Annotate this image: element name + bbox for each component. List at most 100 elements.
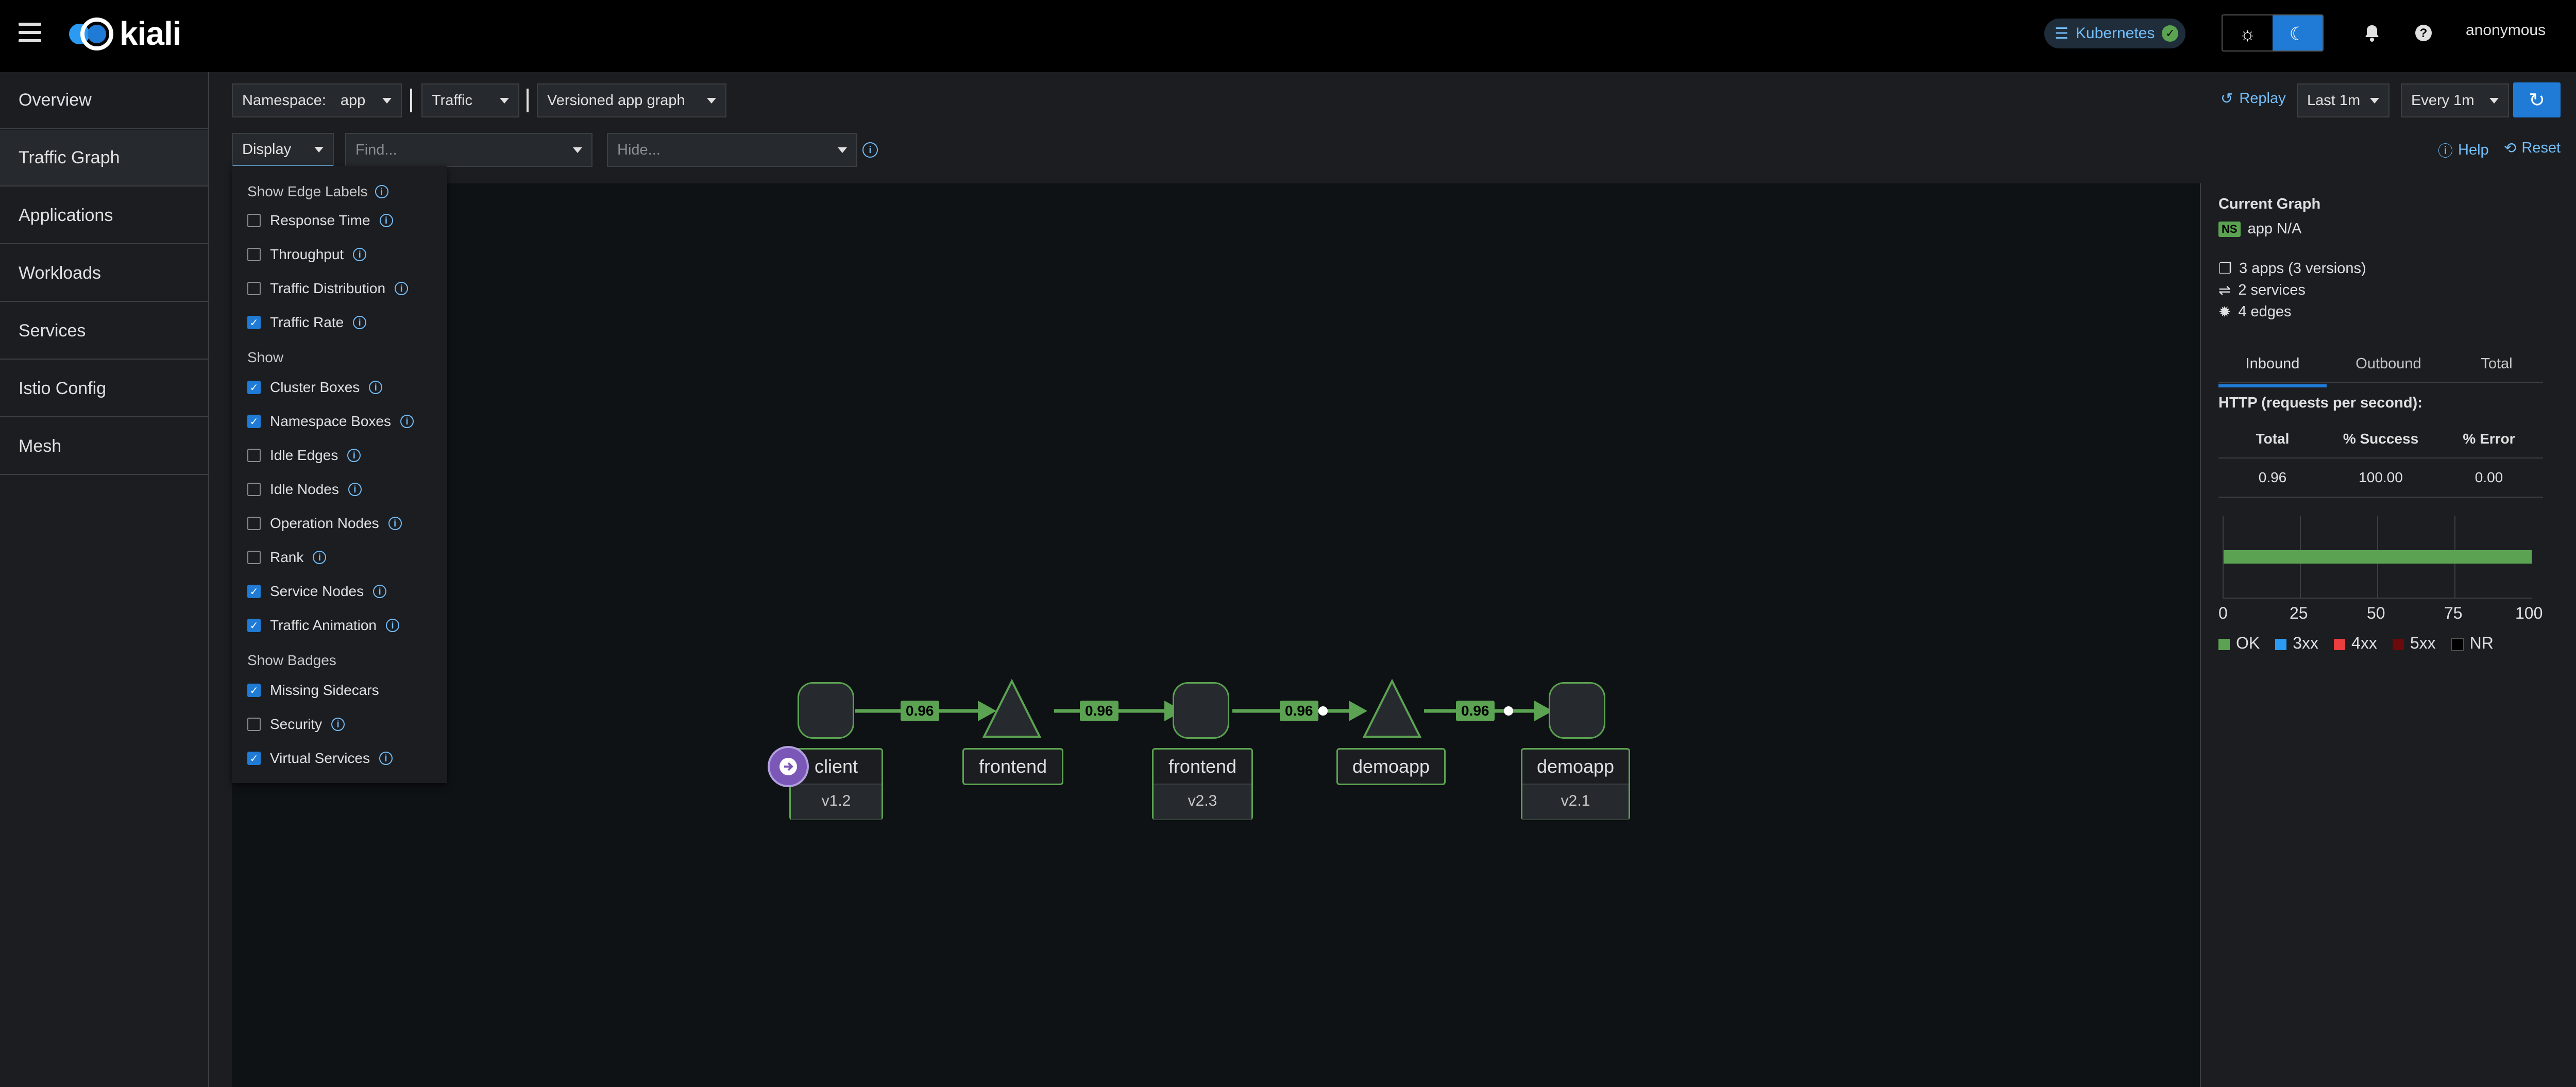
checkbox-checked[interactable]: ✓ xyxy=(247,619,261,632)
moon-icon[interactable]: ☾ xyxy=(2273,15,2323,50)
namespace-selector[interactable]: Namespace: app xyxy=(232,83,402,117)
item-label: Cluster Boxes xyxy=(270,379,360,395)
tab-total[interactable]: Total xyxy=(2481,355,2513,372)
checkbox[interactable] xyxy=(247,517,261,530)
nav-item-services[interactable]: Services xyxy=(0,303,208,360)
root-node-icon xyxy=(768,746,809,787)
info-icon[interactable]: i xyxy=(347,449,361,462)
value-error: 0.00 xyxy=(2475,469,2503,485)
ok-bar[interactable] xyxy=(2224,550,2532,564)
nav-item-workloads[interactable]: Workloads xyxy=(0,245,208,302)
checkbox[interactable] xyxy=(247,718,261,731)
nav-item-overview[interactable]: Overview xyxy=(0,72,208,129)
info-icon[interactable]: i xyxy=(385,619,399,632)
edge-label[interactable]: 0.96 xyxy=(1080,701,1118,721)
checkbox[interactable] xyxy=(247,248,261,261)
kiali-logo-icon[interactable] xyxy=(67,18,113,50)
info-icon[interactable]: i xyxy=(375,185,388,198)
find-input[interactable]: Find... xyxy=(345,133,592,167)
group-label: Show Edge Labels xyxy=(247,183,368,199)
nav-item-applications[interactable]: Applications xyxy=(0,188,208,244)
node-label: frontend xyxy=(962,748,1063,785)
info-icon[interactable]: i xyxy=(348,483,362,496)
info-icon[interactable]: i xyxy=(369,381,383,394)
info-icon[interactable]: i xyxy=(379,214,393,227)
nav-item-istio-config[interactable]: Istio Config xyxy=(0,361,208,417)
tab-outbound[interactable]: Outbound xyxy=(2355,355,2421,372)
logo-text[interactable]: kiali xyxy=(120,15,182,52)
edge-label[interactable]: 0.96 xyxy=(1280,701,1318,721)
node-frontend-v23[interactable] xyxy=(1173,682,1229,739)
cluster-badge[interactable]: ☰ Kubernetes ✓ xyxy=(2044,19,2185,48)
menu-item-missing-sidecars[interactable]: ✓Missing Sidecars xyxy=(247,680,379,701)
checkbox[interactable] xyxy=(247,282,261,295)
user-menu[interactable]: anonymous xyxy=(2466,22,2546,39)
nav-item-mesh[interactable]: Mesh xyxy=(0,418,208,475)
checkbox[interactable] xyxy=(247,483,261,496)
checkbox-checked[interactable]: ✓ xyxy=(247,381,261,394)
replay-button[interactable]: ↺ Replay xyxy=(2221,90,2286,108)
node-demoapp-v21[interactable] xyxy=(1549,682,1605,739)
duration-selector[interactable]: Last 1m xyxy=(2297,83,2389,117)
sun-icon[interactable]: ☼ xyxy=(2223,15,2273,50)
namespace-name[interactable]: app N/A xyxy=(2247,220,2302,237)
info-icon[interactable]: i xyxy=(379,752,393,765)
traffic-selector[interactable]: Traffic xyxy=(421,83,519,117)
refresh-button[interactable]: ↻ xyxy=(2513,82,2561,117)
checkbox[interactable] xyxy=(247,449,261,462)
node-client[interactable] xyxy=(798,682,854,739)
info-icon[interactable]: i xyxy=(400,415,414,428)
legend-ok: OK xyxy=(2218,634,2260,654)
graph-canvas[interactable]: client v1.2 frontend frontend v2.3 demoa… xyxy=(232,183,2200,1087)
checkbox-checked[interactable]: ✓ xyxy=(247,752,261,765)
nav-item-traffic-graph[interactable]: Traffic Graph xyxy=(0,130,208,186)
checkbox-checked[interactable]: ✓ xyxy=(247,316,261,329)
edges-label: 4 edges xyxy=(2238,303,2292,320)
checkbox-checked[interactable]: ✓ xyxy=(247,415,261,428)
find-hide-info-icon[interactable]: i xyxy=(862,142,878,158)
info-icon[interactable]: i xyxy=(353,248,367,261)
info-icon[interactable]: i xyxy=(331,718,345,731)
help-link[interactable]: ⓘ Help xyxy=(2438,139,2489,161)
help-icon[interactable]: ? xyxy=(2409,19,2438,47)
graph-type-selector[interactable]: Versioned app graph xyxy=(537,83,726,117)
hide-input[interactable]: Hide... xyxy=(607,133,857,167)
tab-inbound[interactable]: Inbound xyxy=(2218,343,2327,387)
reset-link[interactable]: ⟲ Reset xyxy=(2504,139,2561,157)
bell-icon[interactable] xyxy=(2358,19,2386,47)
edge-label[interactable]: 0.96 xyxy=(901,701,939,721)
edge-label[interactable]: 0.96 xyxy=(1456,701,1495,721)
checkbox[interactable] xyxy=(247,214,261,227)
info-icon[interactable]: i xyxy=(373,585,387,598)
legend-swatch xyxy=(2451,638,2464,651)
refresh-interval-selector[interactable]: Every 1m xyxy=(2401,83,2509,117)
node-frontend-service[interactable] xyxy=(982,679,1042,739)
info-icon[interactable]: i xyxy=(388,517,402,530)
info-icon[interactable]: i xyxy=(313,551,327,564)
checkbox[interactable] xyxy=(247,551,261,564)
checkbox-checked[interactable]: ✓ xyxy=(247,684,261,697)
menu-item-service-nodes[interactable]: ✓ Service Nodes i xyxy=(247,581,387,602)
node-demoapp-service[interactable] xyxy=(1362,679,1422,739)
menu-item-cluster-boxes[interactable]: ✓ Cluster Boxes i xyxy=(247,377,383,398)
info-icon[interactable]: i xyxy=(395,282,409,295)
chevron-down-icon xyxy=(707,97,716,104)
hamburger-menu-icon[interactable] xyxy=(19,21,43,52)
checkbox-checked[interactable]: ✓ xyxy=(247,585,261,598)
info-icon[interactable]: i xyxy=(353,316,367,329)
item-label: Service Nodes xyxy=(270,583,364,599)
display-dropdown[interactable]: Display xyxy=(232,133,334,167)
